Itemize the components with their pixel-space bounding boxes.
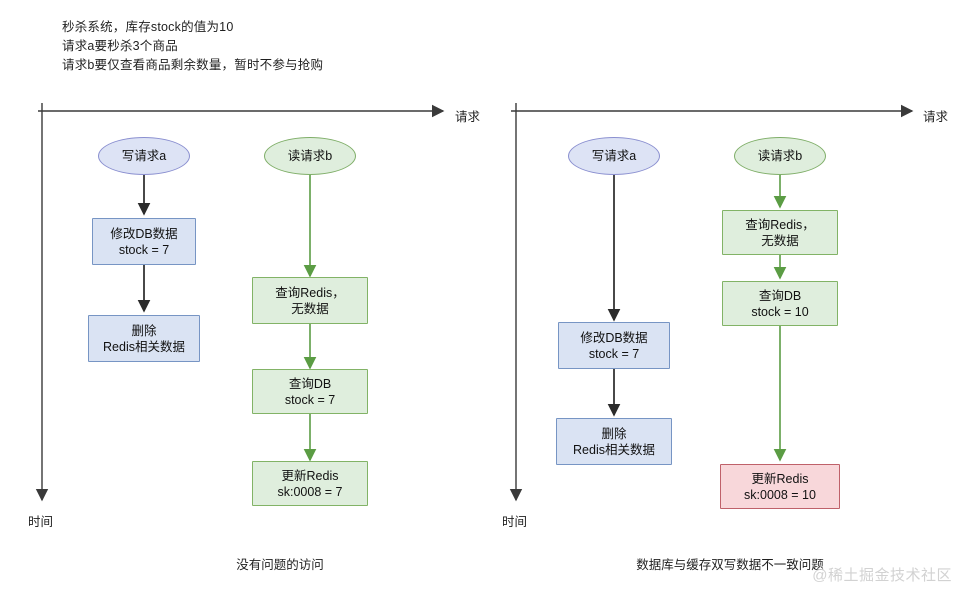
description-note: 秒杀系统，库存stock的值为10 请求a要秒杀3个商品 请求b要仅查看商品剩余… [62,18,323,75]
node-label: 读请求b [287,149,333,163]
node-label: 写请求a [591,149,637,163]
node-label-line2: sk:0008 = 7 [277,484,343,499]
node-label-line1: 删除 [601,426,627,441]
node-label-line1: 更新Redis [751,471,809,486]
node-label: 写请求a [121,149,167,163]
watermark: @稀土掘金技术社区 [812,567,952,584]
left-request-axis-label: 请求 [455,110,481,124]
node-label-line2: stock = 7 [118,242,170,257]
right-read-step-2: 查询DB stock = 10 [722,281,838,326]
right-read-step-3: 更新Redis sk:0008 = 10 [720,464,840,509]
node-label-line1: 修改DB数据 [580,330,648,345]
left-read-step-3: 更新Redis sk:0008 = 7 [252,461,368,506]
node-label-line2: 无数据 [291,301,329,316]
note-line-2: 请求a要秒杀3个商品 [62,39,178,53]
left-write-start-node: 写请求a [98,137,190,175]
node-label-line1: 更新Redis [281,468,339,483]
node-label: 读请求b [757,149,803,163]
right-write-step-2: 删除 Redis相关数据 [556,418,672,465]
node-label-line2: Redis相关数据 [573,442,655,457]
node-label-line2: stock = 10 [751,304,809,319]
right-write-step-1: 修改DB数据 stock = 7 [558,322,670,369]
left-read-step-2: 查询DB stock = 7 [252,369,368,414]
node-label-line1: 查询DB [758,288,802,303]
left-read-step-1: 查询Redis， 无数据 [252,277,368,324]
left-write-step-2: 删除 Redis相关数据 [88,315,200,362]
left-read-start-node: 读请求b [264,137,356,175]
right-read-start-node: 读请求b [734,137,826,175]
node-label-line1: 删除 [131,323,157,338]
node-label-line2: sk:0008 = 10 [744,487,816,502]
note-line-3: 请求b要仅查看商品剩余数量，暂时不参与抢购 [62,58,324,72]
note-line-1: 秒杀系统，库存stock的值为10 [62,20,234,34]
left-diagram-caption: 没有问题的访问 [236,558,324,572]
right-request-axis-label: 请求 [923,110,949,124]
right-read-step-1: 查询Redis， 无数据 [722,210,838,255]
node-label-line2: 无数据 [761,233,799,248]
node-label-line1: 查询DB [288,376,332,391]
node-label-line1: 修改DB数据 [110,226,178,241]
node-label-line2: Redis相关数据 [103,339,185,354]
node-label-line1: 查询Redis， [745,217,815,232]
right-time-axis-label: 时间 [502,515,528,529]
right-diagram-caption: 数据库与缓存双写数据不一致问题 [636,558,824,572]
left-time-axis-label: 时间 [28,515,54,529]
node-label-line2: stock = 7 [588,346,640,361]
node-label-line2: stock = 7 [284,392,336,407]
node-label-line1: 查询Redis， [275,285,345,300]
left-write-step-1: 修改DB数据 stock = 7 [92,218,196,265]
right-write-start-node: 写请求a [568,137,660,175]
